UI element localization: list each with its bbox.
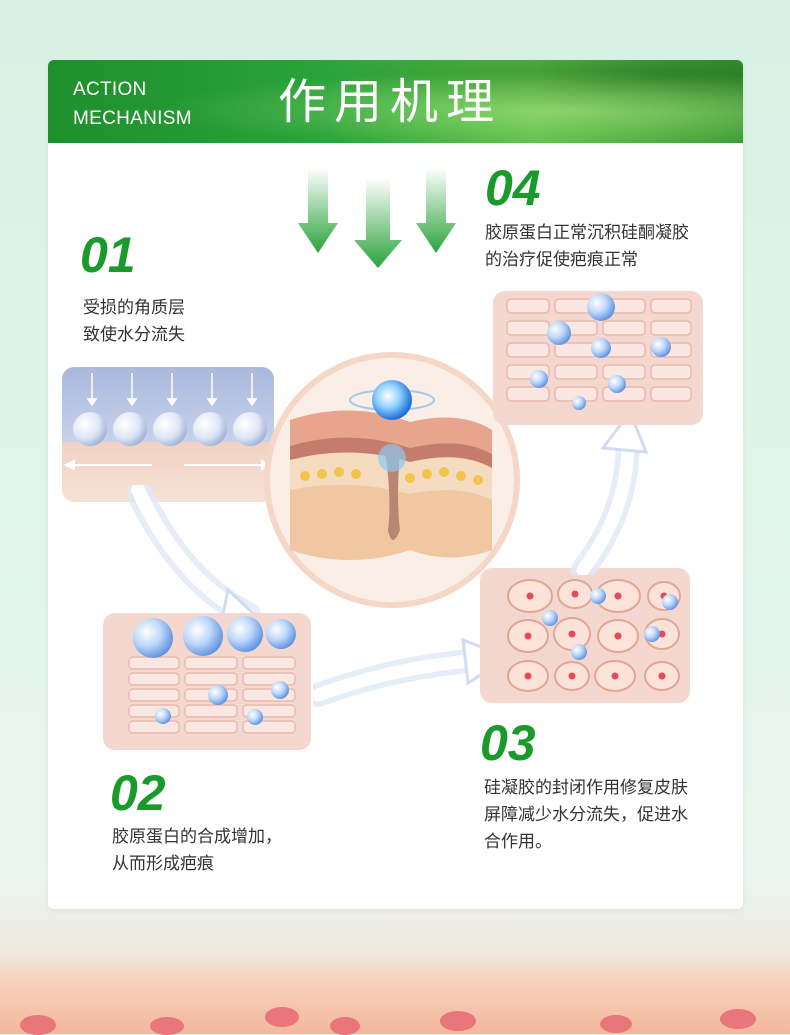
water-droplet-icon — [530, 293, 671, 410]
silicone-gel-repair-illustration — [480, 568, 690, 703]
step-2-number: 02 — [110, 765, 166, 821]
step-3-line3: 合作用。 — [484, 832, 552, 852]
damaged-stratum-corneum-illustration — [62, 367, 274, 502]
step-2-line1: 胶原蛋白的合成增加， — [112, 827, 282, 847]
down-arrow-icon — [298, 168, 456, 268]
decorative-skin-band — [0, 955, 790, 1035]
step-1-line1: 受损的角质层 — [83, 298, 185, 318]
step-2-line2: 从而形成疤痕 — [112, 854, 214, 874]
collagen-synthesis-illustration — [103, 613, 311, 750]
mechanism-card: ACTION MECHANISM 作用机理 01 受损的角质层 致使水分流失 — [48, 60, 743, 909]
step-4-number: 04 — [485, 160, 541, 216]
step-1-line2: 致使水分流失 — [83, 325, 185, 345]
header-banner: ACTION MECHANISM 作用机理 — [48, 60, 743, 143]
skin-cross-section-icon — [264, 352, 520, 608]
water-droplet-icon — [542, 588, 678, 660]
step-2-description: 胶原蛋白的合成增加， 从而形成疤痕 — [112, 824, 282, 878]
flow-arrow-icon — [571, 410, 648, 575]
step-4-line2: 的治疗促使疤痕正常 — [485, 250, 638, 270]
step-1-number: 01 — [80, 227, 136, 283]
step-4-line1: 胶原蛋白正常沉积硅酮凝胶 — [485, 223, 689, 243]
step-1-description: 受损的角质层 致使水分流失 — [83, 295, 185, 349]
step-3-description: 硅凝胶的封闭作用修复皮肤 屏障减少水分流失，促进水 合作用。 — [484, 775, 688, 856]
header-chinese-title: 作用机理 — [278, 74, 503, 130]
header-en-line1: ACTION — [73, 79, 147, 100]
step-3-line2: 屏障减少水分流失，促进水 — [484, 805, 688, 825]
step-4-description: 胶原蛋白正常沉积硅酮凝胶 的治疗促使疤痕正常 — [485, 220, 689, 274]
header-en-line2: MECHANISM — [73, 108, 192, 129]
step-3-line1: 硅凝胶的封闭作用修复皮肤 — [484, 778, 688, 798]
water-droplet-icon — [133, 616, 296, 725]
header-english-title: ACTION MECHANISM — [73, 75, 192, 133]
normal-collagen-illustration — [493, 291, 703, 425]
step-3-number: 03 — [480, 715, 536, 771]
